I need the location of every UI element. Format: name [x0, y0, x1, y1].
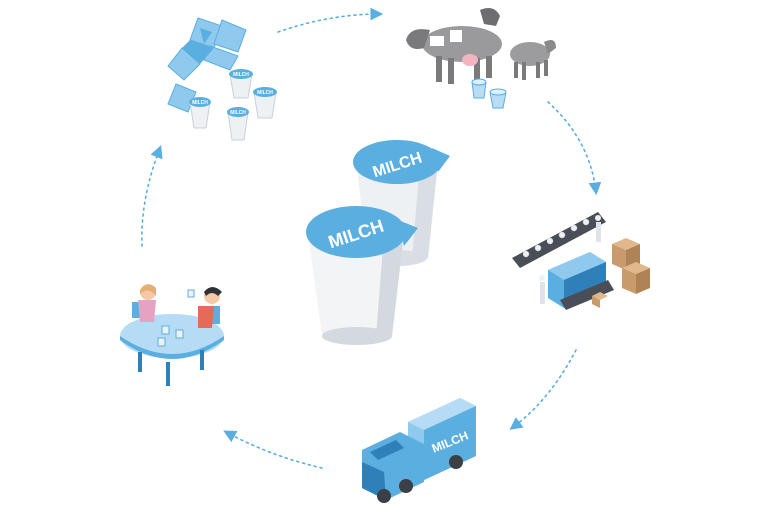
truck-wheel-1	[377, 489, 391, 503]
milk-cup-front: MILCH	[306, 206, 418, 345]
worker-2	[596, 222, 601, 242]
recycle-cup-4: MILCH	[253, 87, 277, 119]
worker-1	[540, 282, 545, 304]
milk-buckets	[471, 78, 507, 109]
arrow-children-to-recycle	[141, 145, 163, 247]
big-cow	[406, 8, 502, 84]
cardboard-boxes	[592, 238, 650, 308]
recycle-cup-3-label: MILCH	[233, 72, 249, 78]
recycle-cup-2-label: MILCH	[230, 110, 246, 116]
recycle-cup-4-label: MILCH	[257, 90, 273, 96]
arrow-cows-to-factory	[547, 101, 602, 196]
recycle-icon: MILCH MILCH MILCH MILCH	[167, 17, 277, 141]
arrow-truck-to-children	[223, 430, 323, 469]
boy	[198, 287, 222, 328]
girl	[132, 284, 156, 322]
cows-icon	[406, 8, 556, 109]
cycle-arrows	[141, 7, 602, 469]
recycle-cup-3: MILCH	[229, 69, 253, 99]
children-table-icon	[120, 284, 224, 386]
recycle-cups: MILCH MILCH MILCH MILCH	[189, 69, 277, 141]
truck-wheel-3	[449, 455, 463, 469]
factory-icon	[512, 212, 650, 310]
small-cow	[510, 40, 556, 80]
conveyor-belt	[512, 212, 606, 268]
arrow-factory-to-truck	[509, 349, 577, 430]
truck-wheel-2	[399, 479, 413, 493]
center-milk-cups: MILCH MILCH	[306, 140, 450, 345]
truck-icon: MILCH	[362, 398, 476, 503]
recycle-cup-1-label: MILCH	[192, 100, 208, 106]
recycle-cup-1: MILCH	[189, 97, 211, 129]
recycle-cup-2: MILCH	[227, 107, 249, 141]
arrow-recycle-to-cows	[277, 7, 384, 33]
